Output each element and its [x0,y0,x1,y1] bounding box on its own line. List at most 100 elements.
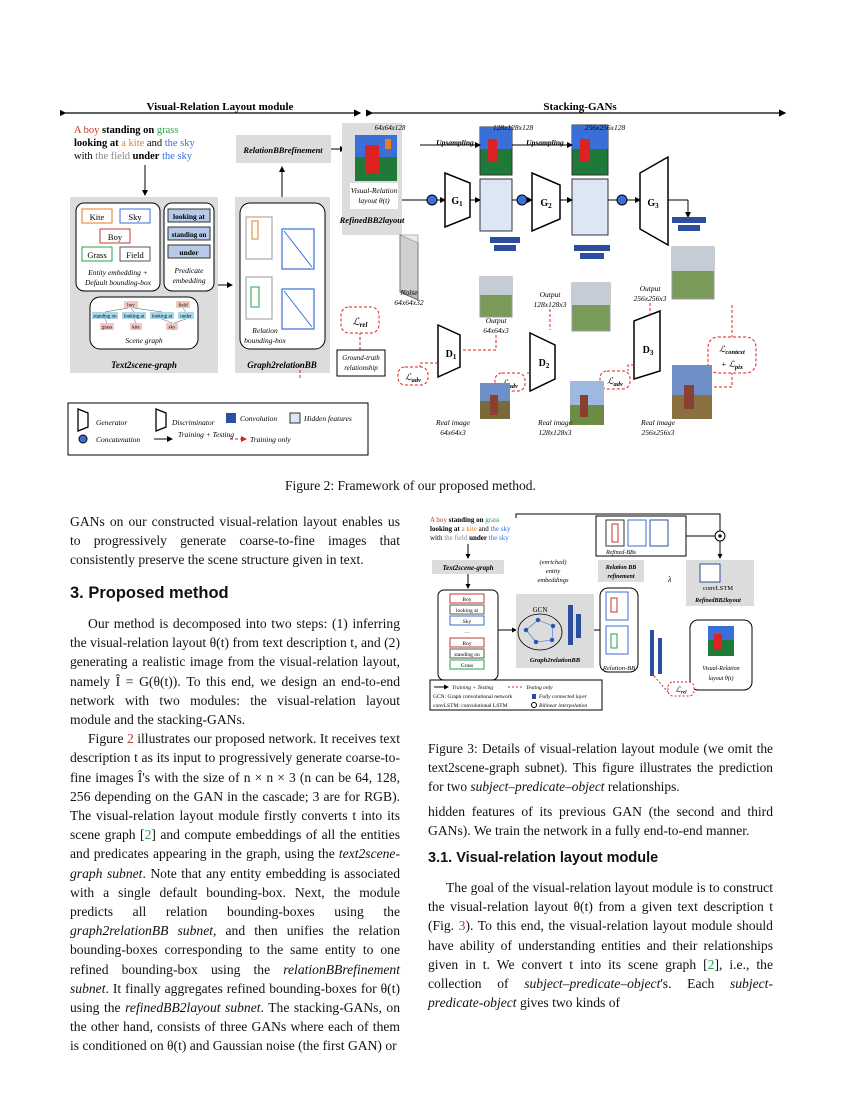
svg-text:GCN: Graph convolutional netwo: GCN: Graph convolutional network [433,694,513,700]
svg-text:convLSTM: convolutional LSTM: convLSTM: convolutional LSTM [433,703,508,709]
svg-text:Upsampling: Upsampling [526,138,564,147]
loss-rel [340,306,380,334]
scene-graph-caption: Scene graph [125,336,163,345]
svg-text:Grass: Grass [87,250,106,260]
noise-block [399,234,419,301]
discriminator-d3 [633,309,661,381]
svg-text:Refined-BBs: Refined-BBs [605,549,637,556]
svg-text:Sky: Sky [463,619,472,625]
svg-text:looking at a kite and the sky: looking at a kite and the sky [430,525,511,533]
svg-text:D1: D1 [446,349,457,361]
svg-text:standing on: standing on [454,652,480,658]
svg-text:layout θ(t): layout θ(t) [708,675,733,682]
svg-text:Real image: Real image [537,418,573,427]
right-body: The goal of the visual-relation layout m… [428,880,773,1011]
right-intro: hidden features of its previous GAN (the… [428,804,773,839]
svg-text:D2: D2 [539,358,550,370]
fig2-sentence-line1: A boy standing on grass [74,125,178,136]
svg-text:looking at: looking at [124,315,145,320]
predicate-looking-at [167,208,211,223]
figure-3-details: A boy standing on grass looking at a kit… [429,513,754,711]
fig3-relation-refinement [598,560,644,582]
relationbb-refinement-box [236,135,331,163]
svg-text:looking at: looking at [152,315,173,320]
svg-text:Predicate: Predicate [174,266,205,275]
svg-text:under: under [179,248,199,257]
svg-text:Default bounding-box: Default bounding-box [84,278,152,287]
header-left: Visual-Relation Layout module [147,101,294,113]
real-images [480,365,712,425]
svg-text:Real image: Real image [435,418,471,427]
gcn-graph [523,617,556,645]
svg-text:256x256x128: 256x256x128 [585,123,626,132]
loss-context-pix [707,336,757,374]
svg-text:Fully connected layer: Fully connected layer [538,694,588,700]
svg-text:(enriched): (enriched) [539,559,566,566]
stage2 [571,124,611,332]
svg-text:Training + Testing: Training + Testing [178,430,234,439]
figure-2-caption: Figure 2: Framework of our proposed meth… [285,478,536,493]
svg-text:128x128x128: 128x128x128 [493,123,534,132]
predicate-under [167,244,211,259]
figure-3-caption: Figure 3: Details of visual-relation lay… [428,741,773,794]
svg-text:convLSTM: convLSTM [703,585,733,592]
svg-text:Testing only: Testing only [526,685,553,691]
svg-text:under: under [180,315,192,320]
entity-grass [81,246,113,262]
entity-field [119,246,151,262]
svg-text:λ: λ [667,575,672,584]
svg-text:Hidden features: Hidden features [303,414,352,423]
generator-g3 [639,155,669,247]
svg-text:64x64x128: 64x64x128 [375,124,406,132]
svg-text:Bilinear interpolation: Bilinear interpolation [539,703,587,709]
svg-text:with the field under the sky: with the field under the sky [430,534,509,542]
svg-text:kite: kite [132,326,140,331]
relation-bb-stack [245,216,315,330]
svg-text:looking at: looking at [456,608,479,614]
subsection-title: 3.1. Visual-relation layout module [428,850,659,866]
svg-text:G2: G2 [540,198,552,210]
svg-text:Boy: Boy [108,232,123,242]
figure-2-framework: Visual-Relation Layout module Stacking-G… [60,101,787,456]
svg-text:Output: Output [640,284,662,293]
svg-text:Boy: Boy [462,641,471,647]
discriminator-d1 [437,323,461,379]
svg-text:field: field [178,304,188,309]
svg-text:Graph2relationBB: Graph2relationBB [530,657,581,664]
section-title: 3. Proposed method [70,584,229,602]
entity-caption: Entity embedding + [87,268,148,277]
svg-text:GCN: GCN [533,606,548,614]
svg-text:RelationBBrefinement: RelationBBrefinement [242,145,323,155]
discriminator-d2 [529,331,556,393]
svg-text:64x64x3: 64x64x3 [440,428,466,437]
svg-text:embeddings: embeddings [537,577,569,584]
svg-text:G3: G3 [647,198,659,210]
svg-text:Sky: Sky [128,212,142,222]
svg-text:Concatenation: Concatenation [96,435,140,444]
svg-text:Kite: Kite [90,212,105,222]
fig3-legend [429,679,603,711]
concat-3 [616,194,628,206]
svg-text:Grass: Grass [461,663,474,669]
svg-text:standing on: standing on [172,231,207,239]
svg-text:128x128x3: 128x128x3 [534,300,567,309]
svg-text:Convolution: Convolution [240,414,277,423]
svg-text:relationship: relationship [344,364,378,372]
concat-2 [516,194,528,206]
svg-text:Upsampling: Upsampling [436,138,474,147]
fig3-sentence: A boy standing on grass [430,516,500,524]
svg-text:boy: boy [127,304,135,309]
svg-text:Output: Output [540,290,562,299]
svg-text:256x256x3: 256x256x3 [642,428,675,437]
svg-text:Noise: Noise [399,288,418,297]
fig2-sentence-line2: looking at a kite and the sky [74,138,196,149]
header-right: Stacking-GANs [543,101,617,113]
svg-text:embedding: embedding [173,276,206,285]
entity-sky [119,208,151,224]
generator-g1 [444,171,471,229]
svg-text:Boy: Boy [462,597,471,603]
svg-text:G1: G1 [451,196,463,208]
svg-text:Visual-Relation: Visual-Relation [351,186,398,195]
graph2relation-label: Graph2relationBB [247,360,317,370]
svg-text:Training only: Training only [250,435,291,444]
